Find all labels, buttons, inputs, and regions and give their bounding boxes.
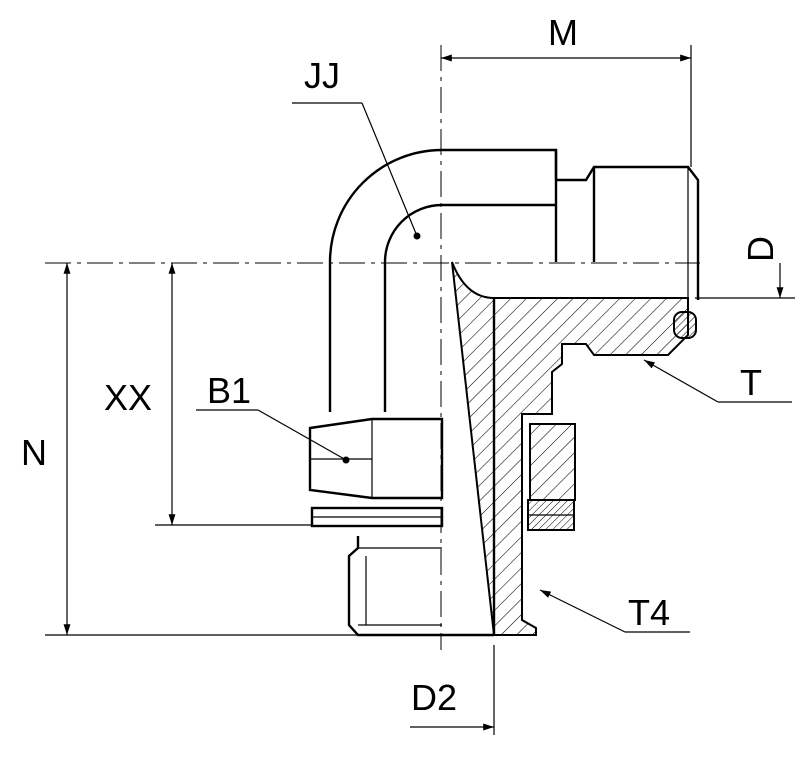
leader-T4 xyxy=(539,589,690,633)
dim-XX xyxy=(155,263,312,526)
stud-thread xyxy=(347,536,494,637)
body-section-hatched xyxy=(451,261,689,636)
swivel-nut xyxy=(556,165,700,300)
dim-N xyxy=(45,263,358,636)
dim-D2 xyxy=(410,645,495,735)
elbow-body xyxy=(328,148,558,412)
face-seal-o-ring xyxy=(673,311,697,339)
label-B1: B1 xyxy=(207,370,251,411)
label-JJ: JJ xyxy=(304,55,340,96)
leader-T xyxy=(643,359,792,403)
leader-JJ xyxy=(292,102,421,240)
label-D2: D2 xyxy=(411,677,457,718)
label-XX: XX xyxy=(104,377,152,418)
washer xyxy=(310,506,444,528)
dim-M xyxy=(441,45,692,167)
label-D: D xyxy=(740,236,781,262)
seal-section xyxy=(527,423,576,531)
label-M: M xyxy=(548,12,578,53)
dim-D xyxy=(695,263,795,299)
label-T4: T4 xyxy=(628,592,670,633)
label-T: T xyxy=(740,362,762,403)
leader-B1 xyxy=(196,409,350,464)
lock-nut-b1 xyxy=(308,417,444,500)
label-N: N xyxy=(21,432,47,473)
